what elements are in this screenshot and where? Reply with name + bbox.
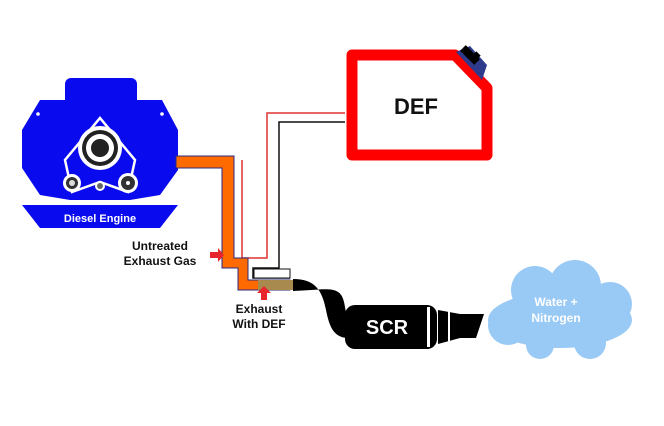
def-cap-icon — [456, 45, 487, 80]
def-tank-label: DEF — [394, 94, 438, 119]
def-tank — [346, 45, 493, 161]
untreated-label-2: Exhaust Gas — [124, 254, 197, 268]
diesel-engine-icon — [22, 78, 178, 228]
untreated-label-1: Untreated — [132, 239, 188, 253]
mixed-pipe-section — [258, 280, 293, 290]
def-line-red — [241, 112, 345, 259]
engine-label: Diesel Engine — [64, 213, 136, 225]
output-label-1: Water + — [534, 295, 577, 309]
scr-label: SCR — [366, 317, 409, 339]
def-injection-arrow-icon — [257, 286, 271, 300]
scr-inlet-pipe — [293, 279, 355, 339]
output-label-2: Nitrogen — [531, 311, 580, 325]
exhaust-def-label-1: Exhaust — [236, 302, 283, 316]
output-cloud-icon — [488, 260, 632, 359]
scr-catalyst — [345, 305, 484, 349]
exhaust-def-label-2: With DEF — [232, 317, 285, 331]
untreated-arrow-icon — [210, 248, 224, 262]
